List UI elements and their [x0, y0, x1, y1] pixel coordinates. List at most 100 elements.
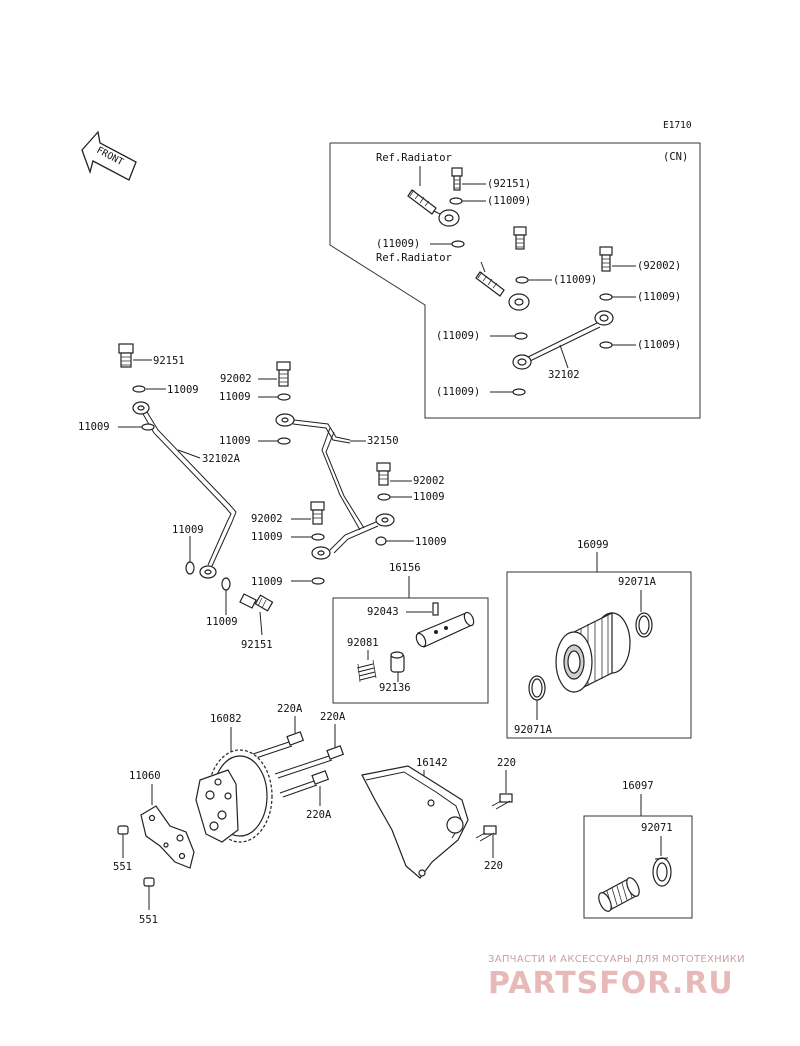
pipe-32102A	[132, 401, 237, 579]
inset-label-11009a: (11009)	[487, 195, 531, 207]
label-220-1: 220	[497, 757, 516, 769]
inset-bolt-middle	[513, 226, 527, 250]
label-16097: 16097	[622, 780, 654, 792]
label-92002-3: 92002	[251, 513, 283, 525]
inset-washer-f	[599, 341, 613, 349]
label-220A-1: 220A	[277, 703, 303, 715]
washer-11009-1	[132, 385, 146, 393]
watermark-tagline: ЗАПЧАСТИ И АКСЕССУАРЫ ДЛЯ МОТОТЕХНИКИ	[488, 954, 745, 965]
label-11009-9: 11009	[251, 576, 283, 588]
inset-label-11009d: (11009)	[637, 291, 681, 303]
strainer-16097	[598, 877, 640, 912]
inset-bolt-92002	[599, 246, 613, 272]
inset-label-11009c: (11009)	[553, 274, 597, 286]
valve-piston-16156	[415, 611, 475, 648]
label-11009-7: 11009	[172, 524, 204, 536]
spring-92081	[356, 659, 377, 683]
label-16082: 16082	[210, 713, 242, 725]
oring-92071	[652, 857, 672, 887]
box-16099	[506, 571, 692, 739]
label-11009-8: 11009	[415, 536, 447, 548]
inset-bolt-92151	[451, 167, 463, 191]
inset-label-11009f: (11009)	[637, 339, 681, 351]
cn-variant-label: (CN)	[663, 151, 688, 163]
label-11009-4: 11009	[219, 435, 251, 447]
ref-radiator-label-2: Ref.Radiator	[376, 252, 452, 264]
label-551-1: 551	[113, 861, 132, 873]
ref-radiator-label-1: Ref.Radiator	[376, 152, 452, 164]
label-220A-3: 220A	[306, 809, 332, 821]
dowel-551-1	[117, 825, 129, 835]
front-arrow-icon: FRONT	[81, 130, 137, 181]
label-92002-1: 92002	[220, 373, 252, 385]
washer-11009-8	[375, 536, 387, 546]
label-11009-6: 11009	[251, 531, 283, 543]
washer-11009-4	[277, 437, 291, 445]
bolt-92002-2	[376, 462, 391, 486]
inset-washer-d	[599, 293, 613, 301]
inset-hose-lower	[475, 271, 530, 311]
cover-16142	[361, 765, 469, 879]
box-16097	[583, 815, 693, 919]
label-92081: 92081	[347, 637, 379, 649]
dowel-551-2	[143, 877, 155, 887]
label-16142: 16142	[416, 757, 448, 769]
label-220A-2: 220A	[320, 711, 346, 723]
washer-11009-3	[277, 393, 291, 401]
label-16156: 16156	[389, 562, 421, 574]
inset-washer-a	[449, 197, 463, 205]
label-92071A-1: 92071A	[618, 576, 657, 588]
inset-label-11009g: (11009)	[436, 386, 480, 398]
inset-label-11009b: (11009)	[376, 238, 420, 250]
inset-label-11009e: (11009)	[436, 330, 480, 342]
label-92151-top: 92151	[153, 355, 185, 367]
cn-inset-box: (CN) Ref.Radiator Ref.Radiator (92151)	[329, 142, 701, 419]
label-11009-10: 11009	[206, 616, 238, 628]
inset-washer-g	[512, 388, 526, 396]
screw-220A-3	[279, 770, 330, 798]
label-32150: 32150	[367, 435, 399, 447]
label-92151-bottom: 92151	[241, 639, 273, 651]
label-16099: 16099	[577, 539, 609, 551]
pin-92043	[432, 602, 439, 616]
oring-92071A-2	[528, 675, 546, 701]
diagram-code: E1710	[663, 120, 692, 131]
label-92071: 92071	[641, 822, 673, 834]
washer-11009-5	[377, 493, 391, 501]
label-11009-3: 11009	[219, 391, 251, 403]
label-92043: 92043	[367, 606, 399, 618]
inset-hose-upper	[407, 189, 460, 227]
inset-washer-e	[514, 332, 528, 340]
screw-220A-2	[274, 745, 345, 779]
inset-label-32102: 32102	[548, 369, 580, 381]
inset-label-92002: (92002)	[637, 260, 681, 272]
inset-washer-b	[451, 240, 465, 248]
inset-label-92151: (92151)	[487, 178, 531, 190]
label-92071A-2: 92071A	[514, 724, 553, 736]
gasket-11060	[140, 805, 195, 869]
bolt-220-1	[491, 793, 513, 810]
bolt-220-2	[475, 825, 497, 842]
pipe-32150	[275, 413, 395, 560]
label-551-2: 551	[139, 914, 158, 926]
label-11009-2: 11009	[78, 421, 110, 433]
label-11009-1: 11009	[167, 384, 199, 396]
bolt-92002-3	[310, 501, 325, 525]
oil-pump-16082	[195, 749, 273, 843]
oring-92071A-1	[635, 612, 653, 638]
label-11060: 11060	[129, 770, 161, 782]
washer-11009-6	[311, 533, 325, 541]
plug-92136	[390, 651, 405, 673]
washer-11009-9	[311, 577, 325, 585]
watermark-brand: PARTSFOR.RU	[488, 966, 734, 1001]
washer-11009-10	[221, 577, 231, 591]
washer-11009-7	[185, 561, 195, 575]
oil-filter-16099	[555, 612, 631, 693]
bolt-92151-top	[118, 343, 134, 368]
inset-pipe-32102	[512, 310, 614, 370]
label-92002-2: 92002	[413, 475, 445, 487]
label-32102A: 32102A	[202, 453, 241, 465]
label-11009-5: 11009	[413, 491, 445, 503]
box-16156	[332, 597, 489, 704]
